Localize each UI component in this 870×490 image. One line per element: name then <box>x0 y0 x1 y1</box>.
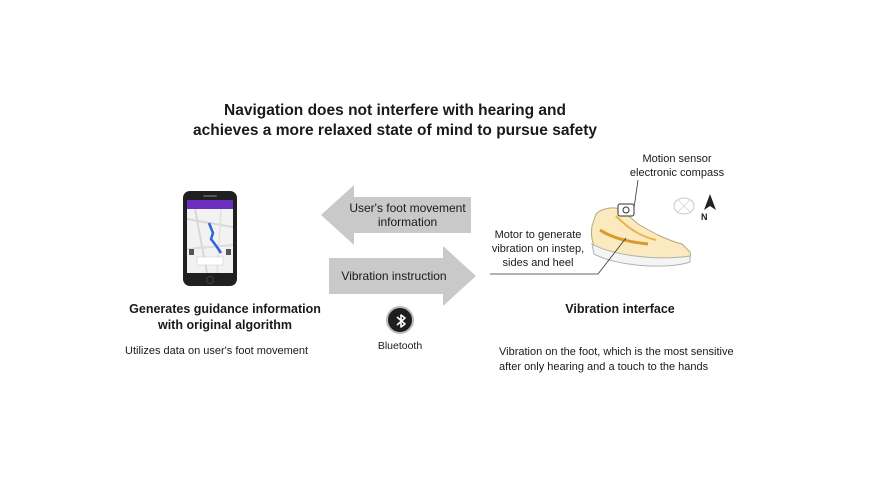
compass-north-label: N <box>701 212 708 222</box>
compass-icon <box>673 194 716 215</box>
motion-sensor-label-line-1: Motion sensor <box>642 153 712 165</box>
vibration-description-line-2: after only hearing and a touch to the ha… <box>499 361 709 373</box>
arrow-right <box>329 246 476 306</box>
title-line-1: Navigation does not interfere with heari… <box>224 102 566 119</box>
motor-label-line-1: Motor to generate <box>494 229 582 241</box>
motion-sensor-label: Motion sensor electronic compass <box>612 152 742 180</box>
vibration-heading: Vibration interface <box>565 302 675 316</box>
phone-home-button <box>206 276 214 284</box>
phone-heading-line-1: Generates guidance information <box>129 302 321 316</box>
vibration-description-line-1: Vibration on the foot, which is the most… <box>499 346 734 358</box>
title-line-2: achieves a more relaxed state of mind to… <box>192 122 597 139</box>
map-route-icon <box>187 209 233 273</box>
bluetooth-icon <box>386 306 414 334</box>
vibration-description: Vibration on the foot, which is the most… <box>499 345 789 375</box>
phone-speaker <box>203 195 217 197</box>
phone-heading: Generates guidance information with orig… <box>115 301 335 333</box>
motor-label-line-2: vibration on instep, <box>491 243 585 255</box>
smartphone-icon <box>183 191 237 286</box>
phone-heading-line-2: with original algorithm <box>157 318 293 332</box>
motor-label-line-3: sides and heel <box>502 257 574 269</box>
arrow-right-label: Vibration instruction <box>341 269 447 283</box>
motion-sensor-label-line-2: electronic compass <box>629 167 725 179</box>
phone-screen <box>187 200 233 273</box>
arrow-left <box>321 185 471 245</box>
phone-description: Utilizes data on user's foot movement <box>125 345 309 357</box>
bluetooth-label: Bluetooth <box>377 340 423 352</box>
arrow-left-label: User's foot movement information <box>340 201 475 229</box>
arrow-left-label-line-2: information <box>377 215 438 229</box>
phone-app-bar <box>187 200 233 209</box>
diagram-title: Navigation does not interfere with heari… <box>0 101 790 141</box>
arrow-left-label-line-1: User's foot movement <box>349 201 466 215</box>
callout-lines <box>490 179 639 275</box>
motor-label: Motor to generate vibration on instep, s… <box>488 228 588 270</box>
